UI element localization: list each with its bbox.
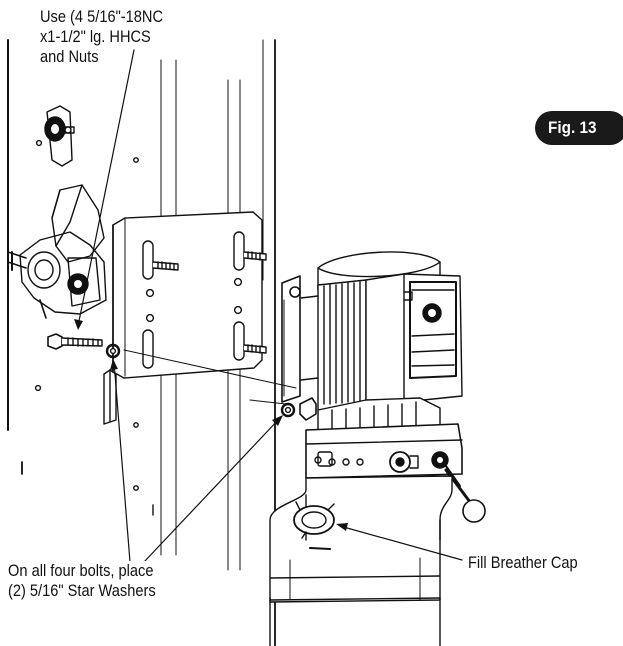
washer-callout-line-1: On all four bolts, place xyxy=(8,561,154,580)
washer-callout-line-2: (2) 5/16" Star Washers xyxy=(8,581,156,600)
washer-callout: On all four bolts, place (2) 5/16" Star … xyxy=(8,561,156,601)
bolt-callout-line-2: x1-1/2" lg. HHCS xyxy=(40,27,151,46)
leader-lines xyxy=(74,49,463,563)
breather-cap-callout: Fill Breather Cap xyxy=(468,553,578,573)
figure-badge: Fig. 13 xyxy=(535,111,623,145)
hydraulic-power-unit xyxy=(269,251,486,646)
bolt-callout: Use (4 5/16"-18NC x1-1/2" lg. HHCS and N… xyxy=(40,7,163,67)
hex-bolt-power-unit xyxy=(249,397,317,421)
safety-latch-top xyxy=(44,105,75,167)
hex-bolt-left xyxy=(47,333,121,359)
figure-badge-label: Fig. 13 xyxy=(548,118,597,137)
mounting-plate xyxy=(112,211,267,379)
alignment-line xyxy=(123,349,297,389)
bolt-callout-line-1: Use (4 5/16"-18NC xyxy=(40,7,164,26)
bolt-callout-line-3: and Nuts xyxy=(40,47,99,66)
cam-lock-assembly xyxy=(7,184,107,319)
